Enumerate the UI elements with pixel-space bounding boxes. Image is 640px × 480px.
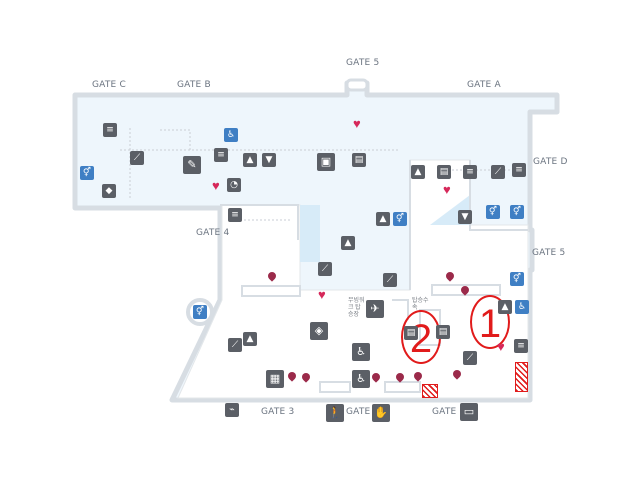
gate-1-label: GATE 1 — [432, 407, 466, 417]
accessible-icon[interactable]: ♿ — [352, 370, 370, 388]
gate-5-top-label: GATE 5 — [346, 58, 380, 68]
corridor — [300, 205, 320, 262]
gate-a-label: GATE A — [467, 80, 501, 90]
first-aid-icon[interactable]: ♥ — [443, 182, 451, 197]
smoking-icon[interactable]: ⌁ — [225, 403, 239, 417]
escalator-icon[interactable]: ⟋ — [228, 338, 242, 352]
restroom-icon[interactable]: ⚥ — [193, 305, 207, 319]
luggage-icon[interactable]: ▤ — [352, 153, 366, 167]
escalator-icon[interactable]: ≡ — [463, 165, 477, 179]
gate-3-label: GATE 3 — [261, 407, 295, 417]
elevator-icon[interactable]: ▼ — [262, 153, 276, 167]
escalator-icon[interactable]: ⟋ — [463, 351, 477, 365]
first-aid-icon[interactable]: ♥ — [212, 178, 220, 193]
elevator-icon[interactable]: ≡ — [228, 208, 242, 222]
accessible-icon[interactable]: ♿ — [352, 343, 370, 361]
restroom-icon[interactable]: ⚥ — [510, 272, 524, 286]
checkin-label: 탑승수속 — [412, 298, 429, 311]
escalator-icon[interactable]: ⟋ — [383, 273, 397, 287]
pedestrian-icon[interactable]: 🚶 — [326, 404, 344, 422]
escalator-icon[interactable]: ⟋ — [491, 165, 505, 179]
highlight-zone-one — [515, 362, 528, 392]
first-aid-icon[interactable]: ♥ — [318, 287, 326, 302]
gate-d-label: GATE D — [533, 157, 568, 167]
restroom-icon[interactable]: ♿ — [224, 128, 238, 142]
luggage-icon[interactable]: ▤ — [437, 165, 451, 179]
lounge-icon[interactable]: ◆ — [102, 184, 116, 198]
marker-one[interactable]: 1 — [470, 295, 510, 349]
highlight-zone-two — [422, 384, 438, 398]
escalator-icon[interactable]: ≡ — [514, 339, 528, 353]
nursing-room-icon[interactable]: ◔ — [227, 178, 241, 192]
first-aid-icon[interactable]: ♥ — [353, 116, 361, 131]
elevator-icon[interactable]: ▲ — [498, 300, 512, 314]
restroom-icon[interactable]: ⚥ — [510, 205, 524, 219]
escalator-icon[interactable]: ⟋ — [130, 151, 144, 165]
moving-walk-label: 무빙워크 탑승장 — [348, 298, 365, 318]
gate-4-label: GATE 4 — [196, 228, 230, 238]
elevator-icon[interactable]: ▤ — [436, 325, 450, 339]
information-icon[interactable]: ✎ — [183, 156, 201, 174]
gate-5-right-label: GATE 5 — [532, 248, 566, 258]
gate-c-label: GATE C — [92, 80, 126, 90]
gate-2-label: GATE 2 — [346, 407, 380, 417]
escalator-icon[interactable]: ≡ — [214, 148, 228, 162]
gate-5-notch — [345, 78, 369, 92]
elevator-icon[interactable]: ▲ — [341, 236, 355, 250]
pedestrian-icon[interactable]: ✈ — [366, 300, 384, 318]
accessible-icon[interactable]: ♿ — [515, 300, 529, 314]
restroom-icon[interactable]: ⚥ — [80, 166, 94, 180]
elevator-icon[interactable]: ▲ — [243, 332, 257, 346]
elevator-icon[interactable]: ▲ — [411, 165, 425, 179]
bus-icon[interactable]: ▭ — [460, 403, 478, 421]
first-aid-icon[interactable]: ♥ — [497, 339, 505, 354]
elevator-icon[interactable]: ▼ — [458, 210, 472, 224]
gate-b-label: GATE B — [177, 80, 211, 90]
atm-icon[interactable]: ▦ — [266, 370, 284, 388]
elevator-icon[interactable]: ▤ — [404, 326, 418, 340]
restroom-icon[interactable]: ⚥ — [393, 212, 407, 226]
escalator-icon[interactable]: ⟋ — [318, 262, 332, 276]
escalator-icon[interactable]: ≡ — [103, 123, 117, 137]
luggage-icon[interactable]: ▣ — [317, 153, 335, 171]
elevator-icon[interactable]: ≡ — [512, 163, 526, 177]
restroom-icon[interactable]: ⚥ — [486, 205, 500, 219]
elevator-icon[interactable]: ▲ — [243, 153, 257, 167]
elevator-icon[interactable]: ▲ — [376, 212, 390, 226]
information-icon[interactable]: ◈ — [310, 322, 328, 340]
pedestrian-icon[interactable]: ✋ — [372, 404, 390, 422]
